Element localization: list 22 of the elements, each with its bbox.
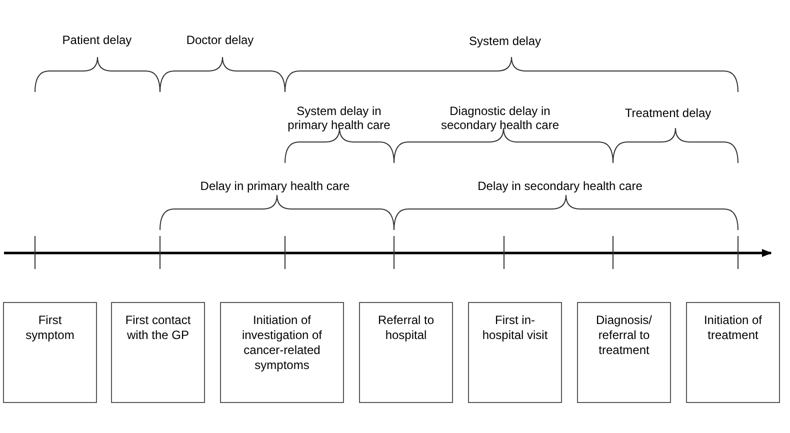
bracket-label: Doctor delay	[186, 33, 254, 47]
event-text: First in-hospital visit	[481, 313, 549, 343]
bracket-label: System delay	[468, 34, 542, 48]
event-text: First contact with the GP	[124, 313, 192, 343]
event-text: Diagnosis/ referral to treatment	[594, 313, 654, 358]
event-box	[220, 302, 344, 403]
event-box	[686, 302, 780, 403]
event-box	[3, 302, 97, 403]
event-box	[111, 302, 205, 403]
event-box	[577, 302, 671, 403]
bracket-label: Diagnostic delay in secondary health care	[440, 104, 560, 132]
event-text: Initiation of investigation of cancer-related symptoms	[240, 313, 324, 373]
event-box	[359, 302, 453, 403]
bracket-label: System delay in primary health care	[288, 104, 390, 132]
event-text: Initiation of treatment	[702, 313, 764, 343]
event-box	[468, 302, 562, 403]
event-text: Referral to hospital	[376, 313, 436, 343]
event-text: First symptom	[24, 313, 76, 343]
bracket-label: Treatment delay	[624, 106, 712, 120]
bracket-label: Delay in primary health care	[200, 179, 350, 193]
bracket-label: Delay in secondary health care	[478, 179, 642, 193]
bracket-label: Patient delay	[62, 33, 132, 47]
